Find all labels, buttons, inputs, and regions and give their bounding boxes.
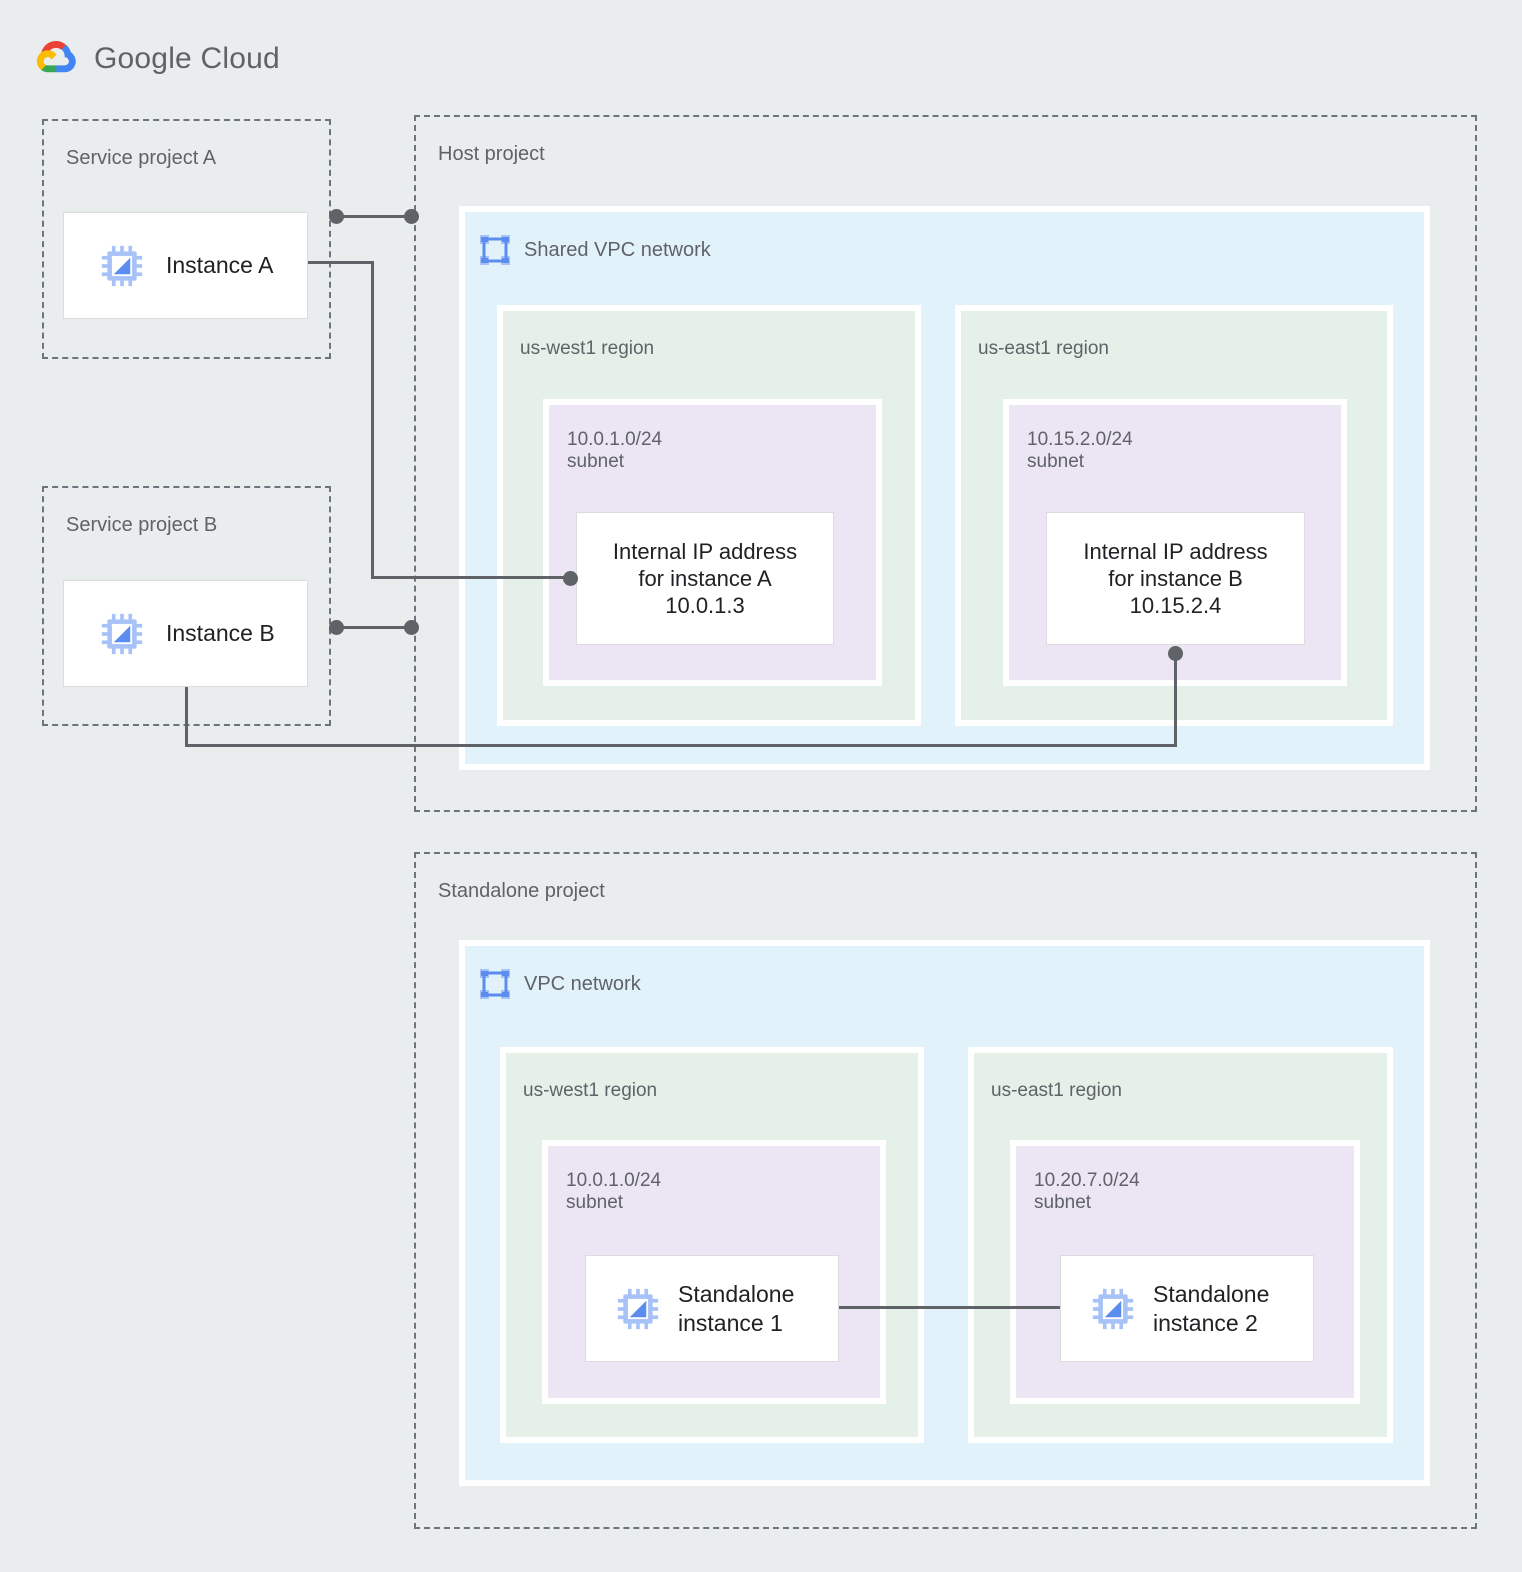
connector-dot-instance-b-right: [404, 620, 419, 635]
vpc-network-label: VPC network: [524, 972, 641, 995]
internal-ip-instance-a-text: Internal IP address for instance A 10.0.…: [612, 538, 798, 619]
connector-dot-instance-b-left: [329, 620, 344, 635]
connector-dot-instance-a-right: [404, 209, 419, 224]
internal-ip-instance-b-card[interactable]: Internal IP address for instance B 10.15…: [1046, 512, 1305, 645]
compute-instance-icon: [617, 1288, 659, 1329]
connector-instance-a-to-host: [336, 215, 412, 218]
connector-instance-a-ip-seg1: [308, 261, 374, 264]
connector-dot-internal-ip-a: [563, 571, 578, 586]
standalone-project-container: Standalone project: [414, 852, 1477, 1529]
shared-vpc-network-header: Shared VPC network: [479, 234, 711, 266]
instance-b-label: Instance B: [166, 620, 275, 647]
connector-instance-b-ip-seg1: [185, 687, 188, 747]
host-project-container: Host project: [414, 115, 1477, 812]
standalone-instance-2-card[interactable]: Standalone instance 2: [1060, 1255, 1314, 1362]
standalone-instance-2-label: Standalone instance 2: [1153, 1281, 1270, 1336]
service-project-a-container: Service project A: [42, 119, 331, 359]
compute-instance-icon: [101, 613, 143, 654]
connector-standalone-instances: [839, 1306, 1060, 1309]
connector-instance-b-ip-seg2: [185, 744, 1177, 747]
google-cloud-logo-icon: [36, 41, 76, 73]
internal-ip-instance-b-text: Internal IP address for instance B 10.15…: [1083, 538, 1268, 619]
shared-vpc-network-label: Shared VPC network: [524, 238, 711, 261]
service-project-b-label: Service project B: [66, 514, 218, 536]
host-region-us-east1-label: us-east1 region: [978, 338, 1109, 359]
connector-dot-internal-ip-b: [1168, 646, 1183, 661]
vpc-network-header: VPC network: [479, 968, 641, 1000]
connector-instance-b-to-host: [336, 626, 412, 629]
standalone-subnet-us-west1-label: 10.0.1.0/24 subnet: [566, 1170, 662, 1214]
brand-name-primary: Google: [94, 42, 192, 75]
brand-name-secondary: Cloud: [191, 42, 280, 75]
brand-name: Google Cloud: [94, 42, 280, 76]
host-project-label: Host project: [438, 143, 545, 165]
vpc-network-icon: [480, 969, 510, 999]
instance-b-card[interactable]: Instance B: [63, 580, 308, 687]
connector-instance-a-ip-seg3: [371, 576, 571, 579]
compute-instance-icon: [1092, 1288, 1134, 1329]
host-subnet-us-west1-label: 10.0.1.0/24 subnet: [567, 429, 663, 473]
instance-a-label: Instance A: [166, 252, 274, 279]
standalone-subnet-us-east1-label: 10.20.7.0/24 subnet: [1034, 1170, 1140, 1214]
service-project-a-label: Service project A: [66, 147, 217, 169]
compute-instance-icon: [101, 245, 143, 286]
standalone-region-us-west1-label: us-west1 region: [523, 1080, 658, 1101]
connector-instance-b-ip-seg3: [1174, 652, 1177, 744]
standalone-instance-1-label: Standalone instance 1: [678, 1281, 795, 1336]
standalone-region-us-east1-label: us-east1 region: [991, 1080, 1122, 1101]
instance-a-card[interactable]: Instance A: [63, 212, 308, 319]
vpc-network-icon: [480, 235, 510, 265]
internal-ip-instance-a-card[interactable]: Internal IP address for instance A 10.0.…: [576, 512, 834, 645]
google-cloud-logo: Google Cloud: [34, 36, 280, 82]
host-region-us-west1-label: us-west1 region: [520, 338, 655, 359]
connector-instance-a-ip-seg2: [371, 261, 374, 578]
connector-dot-instance-a-left: [329, 209, 344, 224]
standalone-instance-1-card[interactable]: Standalone instance 1: [585, 1255, 839, 1362]
standalone-project-label: Standalone project: [438, 880, 605, 902]
host-subnet-us-east1-label: 10.15.2.0/24 subnet: [1027, 429, 1133, 473]
